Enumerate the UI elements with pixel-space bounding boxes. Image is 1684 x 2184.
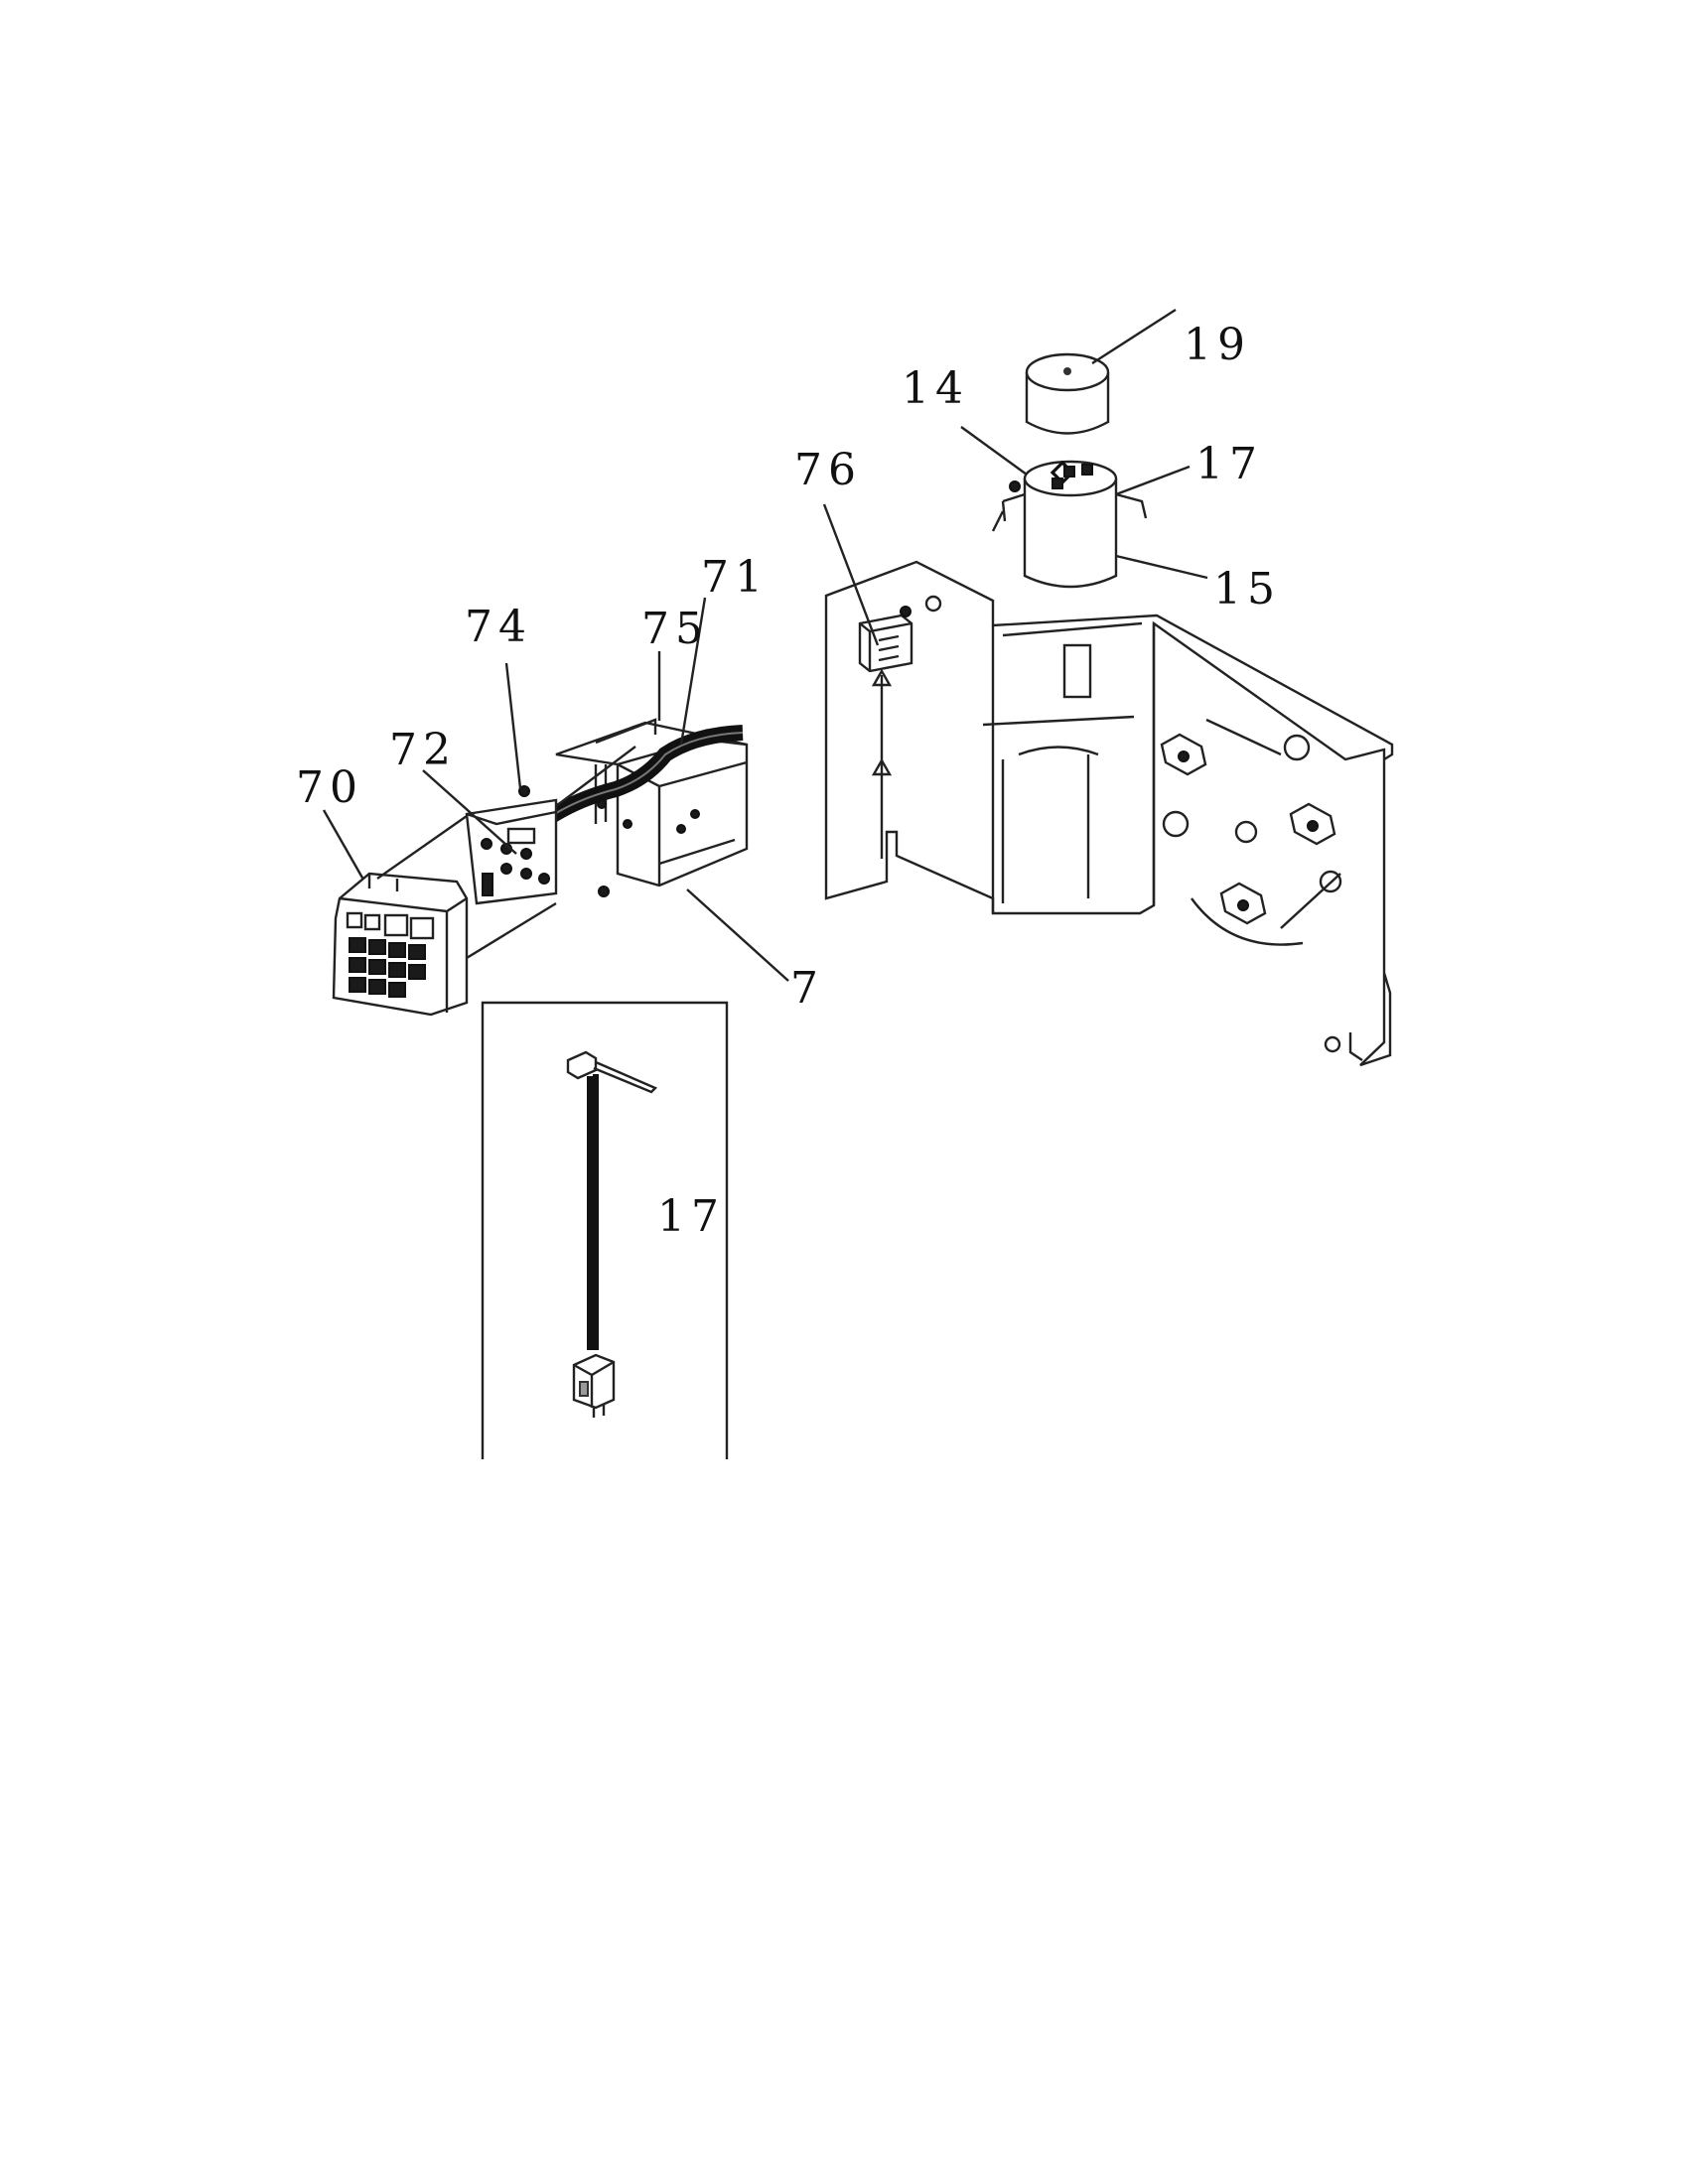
chassis-panel [824,560,1394,1067]
keypad [349,937,426,998]
callout-14: 14 [902,363,969,414]
inset-frame [481,1001,729,1459]
callout-7: 7 [790,963,824,1014]
callout-74: 74 [465,602,532,652]
leader-lines [322,308,1208,982]
callout-76: 76 [794,445,862,495]
capacitor-clamp [991,480,1148,532]
control-panel-faceplate [332,872,469,1017]
capacitor-boot [1025,352,1110,435]
callout-72: 72 [389,725,457,775]
callout-17-inset: 17 [657,1191,725,1242]
callout-75: 75 [641,604,709,654]
screw [518,785,610,897]
callout-17-top: 17 [1195,439,1263,489]
explode-lines [376,746,636,960]
callout-15: 15 [1213,564,1281,614]
control-board [465,798,558,905]
wire-path [871,668,893,859]
capacitor [1023,460,1118,589]
power-cord [566,1050,658,1418]
callout-71: 71 [701,552,769,603]
callout-19: 19 [1184,320,1251,370]
callout-70: 70 [296,762,363,813]
